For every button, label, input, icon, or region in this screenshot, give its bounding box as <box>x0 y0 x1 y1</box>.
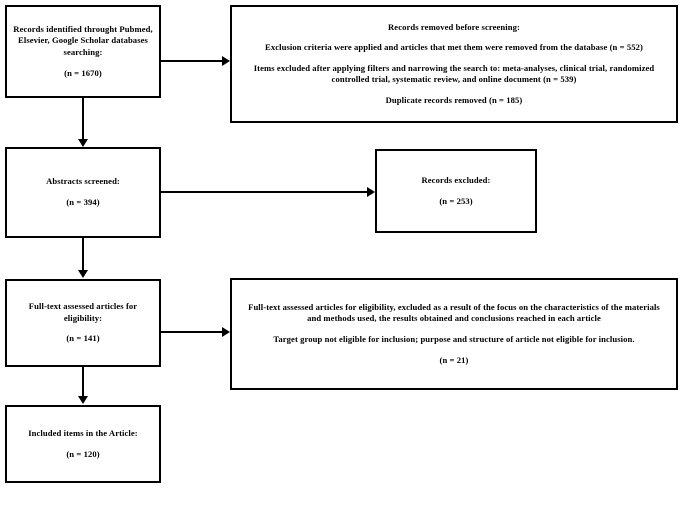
node-records-identified-count: (n = 1670) <box>64 67 102 78</box>
arrowhead-fulltext-to-included <box>78 396 88 404</box>
fulltext-excluded-count: (n = 21) <box>439 354 469 365</box>
connector-fulltext-to-included <box>82 367 84 397</box>
node-fulltext-assessed-label: Full-text assessed articles for eligibil… <box>28 301 138 323</box>
fulltext-excluded-target-group: Target group not eligible for inclusion;… <box>273 334 635 344</box>
arrowhead-identification-to-removed <box>222 56 230 66</box>
node-abstracts-screened: Abstracts screened: (n = 394) <box>5 147 161 238</box>
records-removed-filters: Items excluded after applying filters an… <box>253 62 655 85</box>
node-fulltext-excluded: Full-text assessed articles for eligibil… <box>230 278 678 390</box>
node-included-items: Included items in the Article: (n = 120) <box>5 405 161 483</box>
fulltext-excluded-reason: Full-text assessed articles for eligibil… <box>248 301 660 324</box>
node-records-identified: Records identified throught Pubmed, Else… <box>5 5 161 98</box>
node-records-excluded-count: (n = 253) <box>439 195 473 206</box>
connector-abstracts-to-excluded <box>161 191 368 193</box>
node-included-items-count: (n = 120) <box>66 448 100 459</box>
node-records-identified-label: Records identified throught Pubmed, Else… <box>13 23 153 57</box>
node-fulltext-assessed-count: (n = 141) <box>66 333 100 344</box>
node-abstracts-screened-count: (n = 394) <box>66 197 100 207</box>
connector-fulltext-to-excluded <box>161 331 223 333</box>
arrowhead-abstracts-to-excluded <box>367 187 375 197</box>
records-removed-heading: Records removed before screening: <box>388 21 520 32</box>
records-removed-duplicates: Duplicate records removed (n = 185) <box>385 94 523 105</box>
node-abstracts-screened-label: Abstracts screened: <box>46 176 120 187</box>
node-records-removed-before-screening: Records removed before screening: Exclus… <box>230 5 678 123</box>
node-records-excluded: Records excluded: (n = 253) <box>375 149 537 233</box>
records-removed-exclusion-criteria: Exclusion criteria were applied and arti… <box>265 42 643 53</box>
arrowhead-abstracts-to-fulltext <box>78 270 88 278</box>
connector-identification-to-removed <box>161 60 223 62</box>
arrowhead-fulltext-to-excluded <box>222 327 230 337</box>
connector-abstracts-to-fulltext <box>82 238 84 271</box>
arrowhead-identification-to-abstracts <box>78 139 88 147</box>
connector-identification-to-abstracts <box>82 98 84 140</box>
node-included-items-label: Included items in the Article: <box>28 427 138 438</box>
node-fulltext-assessed: Full-text assessed articles for eligibil… <box>5 279 161 367</box>
node-records-excluded-label: Records excluded: <box>421 174 491 185</box>
